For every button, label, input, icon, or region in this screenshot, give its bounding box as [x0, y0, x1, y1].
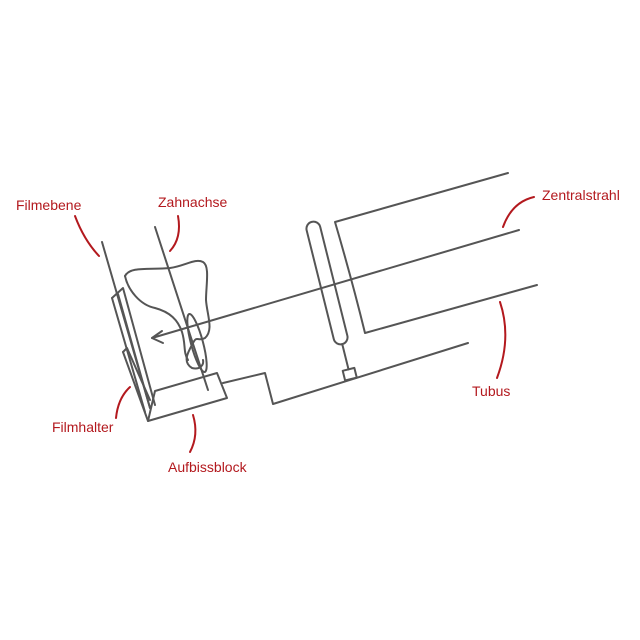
leader-tooth-axis [169, 215, 180, 252]
leader-tube [496, 301, 507, 379]
tooth-root [186, 312, 208, 374]
central-ray [151, 229, 520, 339]
label-film-holder: Filmhalter [52, 419, 114, 435]
label-bite-block: Aufbissblock [168, 459, 247, 475]
tooth-axis-line [154, 226, 209, 391]
tube [334, 172, 538, 334]
label-tooth-axis: Zahnachse [158, 194, 228, 210]
film-plane-line [101, 241, 151, 409]
leader-bite-block [189, 414, 197, 453]
leader-central-ray [502, 196, 535, 228]
tooth-outline-left [124, 275, 189, 361]
leader-film-plane [74, 215, 100, 257]
label-tube: Tubus [472, 383, 511, 399]
collimator-paddle [305, 220, 358, 382]
holder-arm [222, 342, 469, 405]
bite-block [147, 372, 228, 422]
arrowhead-icon [151, 330, 164, 344]
leader-film-holder [115, 386, 131, 419]
tooth-outline [124, 259, 211, 370]
label-central-ray: Zentralstrahl [542, 187, 620, 203]
label-film-plane: Filmebene [16, 197, 82, 213]
